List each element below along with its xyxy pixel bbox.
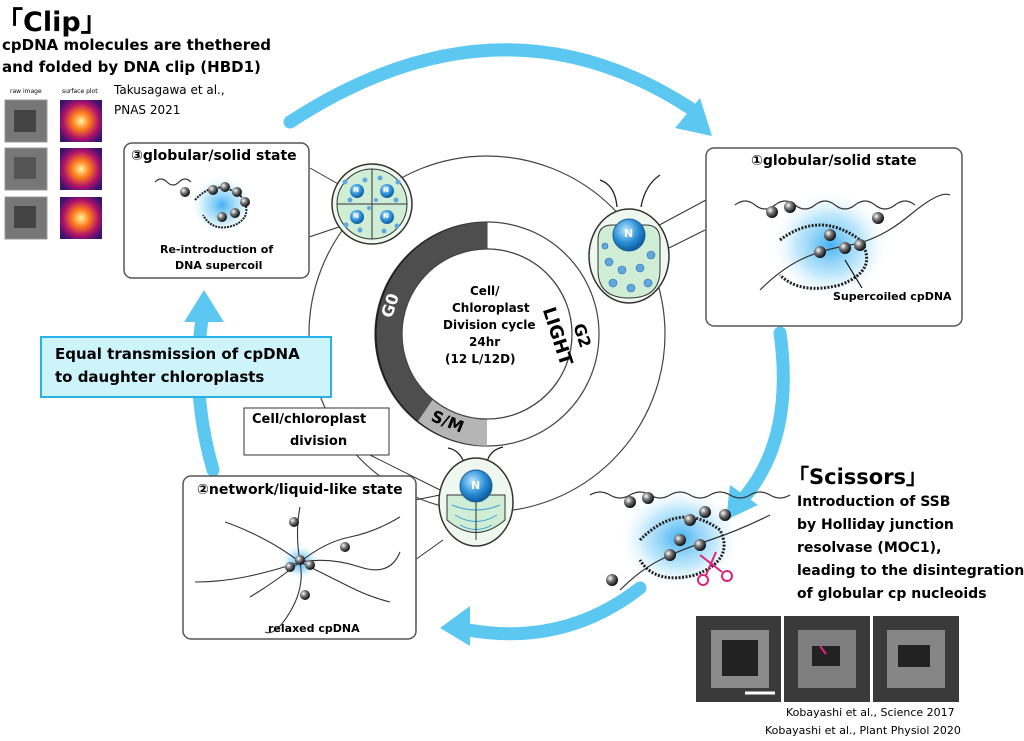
cycle-wheel — [374, 221, 600, 447]
clip-ref-line2: PNAS 2021 — [114, 103, 181, 117]
scissors-line5: of globular cp nucleoids — [797, 586, 987, 602]
panel-state3-title: ③globular/solid state — [131, 148, 297, 164]
cycle-center-line4: 24hr — [469, 335, 501, 349]
cycle-center-line1: Cell/ — [470, 284, 500, 298]
arrowhead-bottom — [440, 606, 470, 646]
panel-state1-caption: Supercoiled cpDNA — [833, 290, 952, 303]
clip-desc-line2: and folded by DNA clip (HBD1) — [2, 58, 261, 76]
transmission-line2: to daughter chloroplasts — [55, 368, 265, 386]
panel-state1-title: ①globular/solid state — [751, 153, 917, 169]
scissors-title: 「Scissors」 — [788, 465, 928, 489]
dividing-cell-4n — [331, 163, 413, 245]
arrowhead-left — [184, 290, 224, 322]
nucleus-label-q2: N — [383, 186, 389, 194]
cell-g2 — [588, 174, 670, 304]
arrowhead-top — [675, 98, 712, 136]
nucleus-label-q3: N — [353, 212, 359, 220]
division-box-bg — [243, 407, 390, 456]
nucleus-label-bottom: N — [471, 479, 481, 492]
cycle-center-line3: Division cycle — [443, 318, 536, 332]
arrow-bottom — [451, 581, 647, 641]
scissors-line3: resolvase (MOC1), — [797, 540, 942, 556]
cycle-center-line5: (12 L/12D) — [445, 352, 516, 366]
scissors-micrographs — [696, 616, 959, 702]
clip-desc-line1: cpDNA molecules are thethered — [2, 36, 272, 54]
arrow-right — [735, 326, 790, 507]
raw-image-label: raw image — [10, 88, 42, 95]
cycle-arrows — [191, 43, 790, 641]
cycle-center-line2: Chloroplast — [452, 301, 530, 315]
arrow-heads — [184, 98, 758, 646]
panel-state3-caption-line1: Re-introduction of — [160, 243, 274, 256]
nucleus-label-q4: N — [383, 212, 389, 220]
panel-state1-art — [734, 190, 951, 300]
transmission-box-bg — [40, 336, 332, 398]
nucleus-label-right: N — [624, 227, 634, 240]
panel-state2-art — [194, 506, 401, 634]
panel-state2-title: ②network/liquid-like state — [197, 482, 403, 498]
division-line2: division — [290, 434, 348, 449]
scissors-line2: by Holliday junction — [797, 517, 954, 533]
scissors-line1: Introduction of SSB — [797, 494, 951, 510]
arrow-top — [283, 43, 697, 129]
clip-ref-line1: Takusagawa et al., — [114, 83, 225, 97]
g0-rim — [376, 222, 487, 421]
scissors-art — [589, 486, 791, 591]
division-line1: Cell/chloroplast — [252, 412, 367, 427]
scissors-icon — [697, 551, 733, 586]
scissors-ref-line1: Kobayashi et al., Science 2017 — [786, 706, 955, 719]
sm-segment — [418, 399, 487, 446]
clip-title: 「Clip」 — [0, 7, 108, 38]
cell-dividing — [438, 446, 514, 547]
arrowhead-right — [726, 485, 758, 520]
panel-state3-art — [154, 175, 254, 235]
clip-micrographs — [4, 99, 102, 240]
panel-state3-caption-line2: DNA supercoil — [175, 259, 263, 272]
transmission-line1: Equal transmission of cpDNA — [55, 345, 300, 363]
surface-plot-label: surface plot — [62, 88, 98, 95]
panel-state2-caption: relaxed cpDNA — [268, 622, 360, 635]
scissors-ref-line2: Kobayashi et al., Plant Physiol 2020 — [765, 724, 961, 737]
scissors-line4: leading to the disintegration — [797, 563, 1024, 579]
nucleus-label-q1: N — [353, 186, 359, 194]
